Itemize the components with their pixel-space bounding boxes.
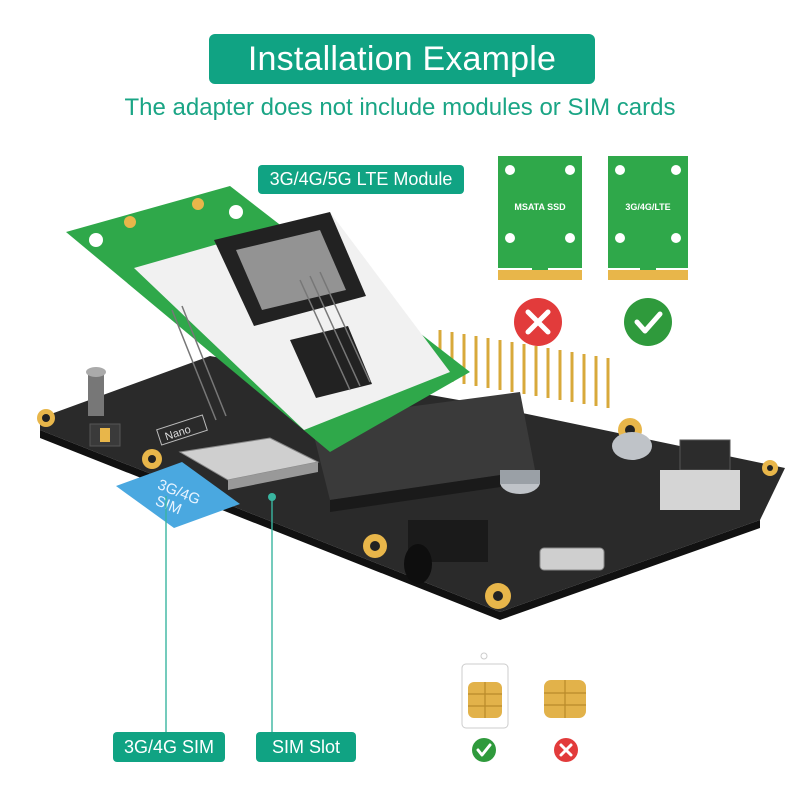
sim-card-label: 3G/4G SIM bbox=[113, 732, 225, 762]
sim-slot-label: SIM Slot bbox=[256, 732, 356, 762]
check-icon bbox=[472, 738, 496, 762]
leader-lines bbox=[165, 496, 273, 732]
nano-sim-card bbox=[461, 652, 509, 729]
cross-icon bbox=[554, 738, 578, 762]
msata-ssd-card: MSATA SSD bbox=[498, 156, 582, 280]
lte-card-label: 3G/4G/LTE bbox=[625, 202, 670, 212]
lte-small-card: 3G/4G/LTE bbox=[608, 156, 688, 280]
check-icon bbox=[624, 298, 672, 346]
adapter-board: Nano bbox=[37, 330, 785, 620]
lte-module-card bbox=[66, 186, 470, 452]
micro-sim-card bbox=[544, 680, 586, 718]
page-subtitle: The adapter does not include modules or … bbox=[124, 94, 676, 121]
cross-icon bbox=[514, 298, 562, 346]
sim-card-inserted: 3G/4G SIM bbox=[116, 462, 240, 528]
lte-module-label: 3G/4G/5G LTE Module bbox=[258, 165, 464, 194]
msata-label: MSATA SSD bbox=[514, 202, 566, 212]
page-title: Installation Example bbox=[209, 34, 595, 84]
